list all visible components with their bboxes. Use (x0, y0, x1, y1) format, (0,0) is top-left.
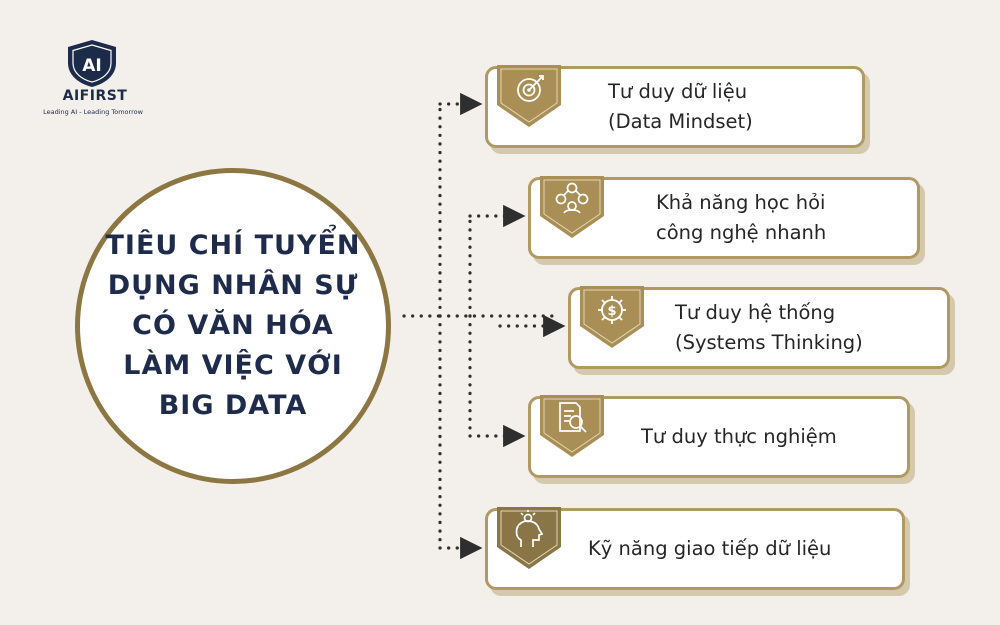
criterion-line-2: (Systems Thinking) (675, 331, 863, 354)
head-lightbulb-icon (497, 507, 561, 569)
criterion-label: Khả năng học hỏi công nghệ nhanh (656, 180, 909, 256)
criterion-card-systems-thinking: $ Tư duy hệ thống (Systems Thinking) (568, 286, 950, 369)
criterion-line-1: Tư duy thực nghiệm (641, 425, 837, 448)
criterion-card-experimental-thinking: Tư duy thực nghiệm (528, 395, 910, 478)
criterion-card-fast-learning: Khả năng học hỏi công nghệ nhanh (528, 176, 920, 259)
criterion-card-data-communication: Kỹ năng giao tiếp dữ liệu (485, 507, 905, 590)
dollar-gear-icon: $ (580, 286, 644, 348)
criterion-line-2: (Data Mindset) (608, 110, 753, 133)
document-magnifier-icon (540, 395, 604, 457)
criterion-line-1: Kỹ năng giao tiếp dữ liệu (588, 537, 832, 560)
criterion-label: Tư duy hệ thống (Systems Thinking) (675, 290, 939, 366)
criterion-label: Tư duy dữ liệu (Data Mindset) (608, 69, 854, 145)
criterion-line-1: Tư duy hệ thống (675, 301, 836, 324)
criterion-line-1: Khả năng học hỏi (656, 191, 826, 214)
brand-tagline: Leading AI - Leading Tomorrow (43, 108, 143, 116)
criterion-line-2: công nghệ nhanh (656, 221, 827, 244)
learning-network-icon (540, 176, 604, 238)
svg-text:$: $ (607, 304, 616, 319)
criterion-label: Kỹ năng giao tiếp dữ liệu (588, 511, 894, 587)
central-topic-title: TIÊU CHÍ TUYỂN DỤNG NHÂN SỰ CÓ VĂN HÓA L… (105, 230, 361, 421)
criterion-label: Tư duy thực nghiệm (641, 399, 899, 475)
central-topic-circle: TIÊU CHÍ TUYỂN DỤNG NHÂN SỰ CÓ VĂN HÓA L… (75, 168, 391, 484)
criterion-card-data-mindset: Tư duy dữ liệu (Data Mindset) (485, 65, 865, 148)
criterion-line-1: Tư duy dữ liệu (608, 80, 748, 103)
brand-logo: AI AIFIRST Leading AI - Leading Tomorrow (40, 38, 150, 123)
brand-name: AIFIRST (62, 88, 128, 104)
logo-monogram: AI (82, 56, 101, 76)
shield-logo-icon: AI (68, 40, 116, 87)
target-arrow-icon (497, 65, 561, 127)
